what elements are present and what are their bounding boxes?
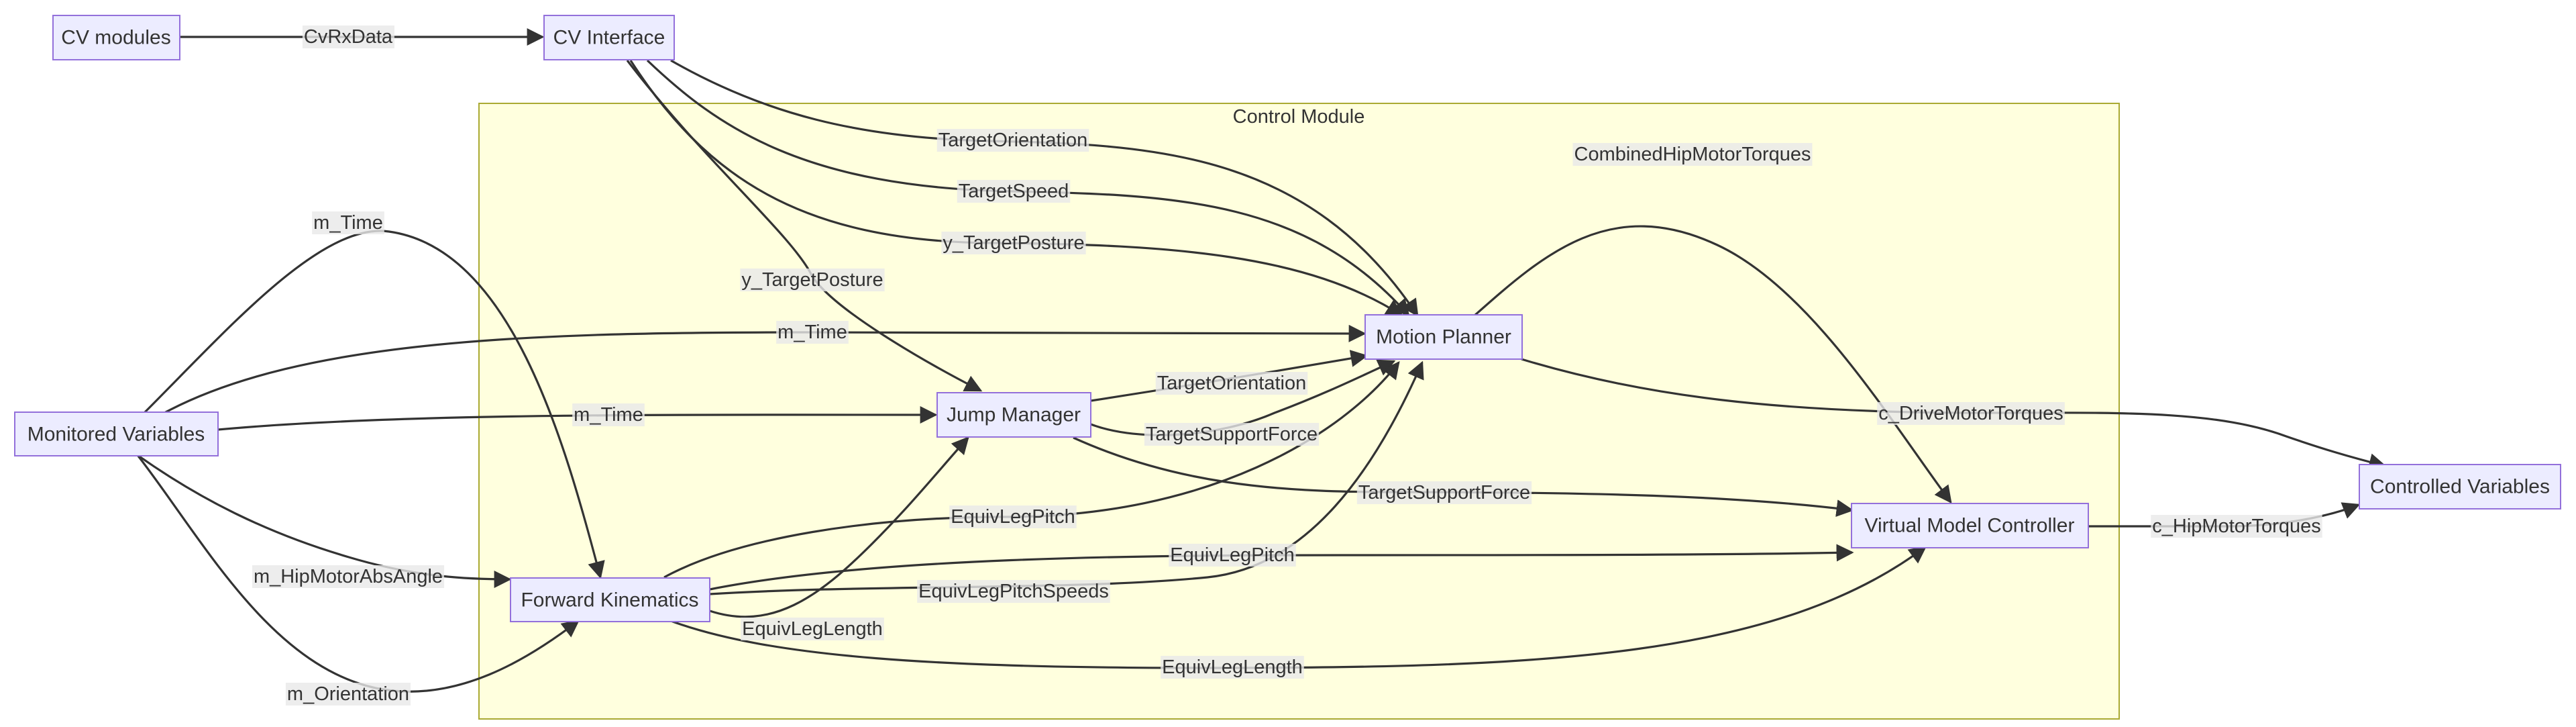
edge-label: m_Time (574, 404, 643, 426)
edge-label-bg (740, 269, 885, 291)
edge-label: c_HipMotorTorques (2152, 516, 2320, 537)
edge-label: CombinedHipMotorTorques (1574, 144, 1811, 165)
edge-label-group: EquivLegLength (741, 618, 884, 640)
edge-label-bg (1356, 481, 1532, 504)
edge-labels: CvRxData TargetOrientation TargetSpeed y… (252, 26, 2322, 706)
nodes: CV modules CV Interface Monitored Variab… (14, 15, 2561, 622)
edge-path (137, 454, 512, 588)
edge[interactable] (143, 230, 605, 579)
edge[interactable] (1090, 359, 1396, 436)
edge-label-group: TargetSupportForce (1356, 481, 1532, 504)
edge-label-bg (1144, 423, 1320, 446)
edge-label-bg (572, 403, 645, 426)
edge-label-group: y_TargetPosture (941, 232, 1086, 254)
edge-label: TargetSpeed (959, 181, 1069, 202)
edge-label-bg (949, 505, 1077, 528)
edge-label-group: CombinedHipMotorTorques (1572, 143, 1813, 166)
edge-label-group: TargetOrientation (1155, 372, 1308, 395)
edge-path (709, 544, 1854, 591)
cluster-label: Control Module (1233, 106, 1365, 128)
edge-label: m_Orientation (287, 683, 409, 705)
edge-label-bg (2151, 515, 2322, 538)
node-label: CV Interface (553, 27, 665, 49)
node-forward-kinematics[interactable]: Forward Kinematics (510, 577, 710, 622)
edge-label-group: EquivLegPitch (949, 505, 1077, 528)
edge-label-bg (741, 618, 884, 640)
edge-label: m_HipMotorAbsAngle (254, 566, 443, 587)
edge-label: EquivLegLength (742, 618, 883, 640)
node-label: Jump Manager (947, 404, 1081, 426)
edge-label-bg (302, 26, 394, 48)
edge-label-group: c_HipMotorTorques (2151, 515, 2322, 538)
edge-label-bg (776, 321, 849, 344)
edge[interactable] (217, 405, 938, 431)
node-label: Forward Kinematics (521, 589, 698, 612)
edge-label: TargetOrientation (1157, 373, 1306, 394)
edge-label: m_Time (777, 322, 847, 343)
node-label: Motion Planner (1376, 326, 1511, 348)
edge-label: y_TargetPosture (741, 269, 883, 291)
edge-label: y_TargetPosture (943, 232, 1084, 254)
node-cv-modules[interactable]: CV modules (52, 15, 180, 60)
edge[interactable] (136, 454, 580, 693)
edge-label-bg (957, 180, 1071, 203)
edge-label-bg (1572, 143, 1813, 166)
edge-label: TargetOrientation (938, 130, 1087, 151)
edge-label-group: TargetOrientation (936, 129, 1089, 152)
edge-label-bg (252, 565, 445, 588)
edge-label-bg (312, 211, 384, 234)
edge[interactable] (137, 454, 512, 588)
edge-label: m_Time (313, 212, 383, 234)
edge-label-group: c_DriveMotorTorques (1877, 402, 2065, 425)
edge-label-bg (285, 683, 411, 706)
edge-label-bg (917, 580, 1110, 603)
node-label: Virtual Model Controller (1865, 515, 2075, 537)
edge[interactable] (709, 436, 969, 618)
edge-label-bg (941, 232, 1086, 254)
edge[interactable] (709, 544, 1854, 591)
edge-path (217, 405, 938, 431)
edge-label-group: EquivLegLength (1161, 656, 1304, 679)
edge-label-bg (1155, 372, 1308, 395)
edge-label-group: m_HipMotorAbsAngle (252, 565, 445, 588)
node-cv-interface[interactable]: CV Interface (543, 15, 675, 60)
node-label: Monitored Variables (28, 424, 205, 446)
edge-label-group: m_Time (312, 211, 384, 234)
edge-label-group: EquivLegPitchSpeeds (917, 580, 1110, 603)
edge-label-bg (1169, 544, 1296, 567)
edge-label-bg (936, 129, 1089, 152)
edge-path (143, 230, 605, 579)
node-label: CV modules (61, 27, 170, 49)
node-monitored-variables[interactable]: Monitored Variables (14, 411, 219, 456)
edge-label: EquivLegPitch (951, 506, 1075, 528)
edge-label: EquivLegPitchSpeeds (918, 581, 1109, 602)
edge-path (136, 454, 580, 693)
node-virtual-model-controller[interactable]: Virtual Model Controller (1851, 503, 2089, 548)
edge[interactable] (709, 360, 1424, 595)
edge-path (1090, 359, 1396, 436)
edge-label: TargetSupportForce (1146, 424, 1318, 445)
edge-label: EquivLegPitch (1170, 544, 1294, 566)
edge-label-bg (1877, 402, 2065, 425)
edge-label: CvRxData (304, 26, 393, 48)
edge-path (709, 436, 969, 618)
edge-label-group: y_TargetPosture (740, 269, 885, 291)
edge-label-group: TargetSpeed (957, 180, 1071, 203)
node-motion-planner[interactable]: Motion Planner (1364, 314, 1523, 360)
node-label: Controlled Variables (2370, 476, 2550, 498)
edge-label-group: TargetSupportForce (1144, 423, 1320, 446)
edge-label: c_DriveMotorTorques (1878, 403, 2063, 424)
edge-label-group: m_Time (572, 403, 645, 426)
edge-label-group: m_Time (776, 321, 849, 344)
edge-label-group: EquivLegPitch (1169, 544, 1296, 567)
edge-label: TargetSupportForce (1358, 482, 1530, 503)
edge-label-group: m_Orientation (285, 683, 411, 706)
edge-label-group: CvRxData (302, 26, 394, 48)
edge-label-bg (1161, 656, 1304, 679)
edge-path (709, 360, 1424, 595)
node-jump-manager[interactable]: Jump Manager (936, 392, 1091, 438)
edge-label: EquivLegLength (1162, 657, 1303, 678)
node-controlled-variables[interactable]: Controlled Variables (2359, 464, 2561, 510)
